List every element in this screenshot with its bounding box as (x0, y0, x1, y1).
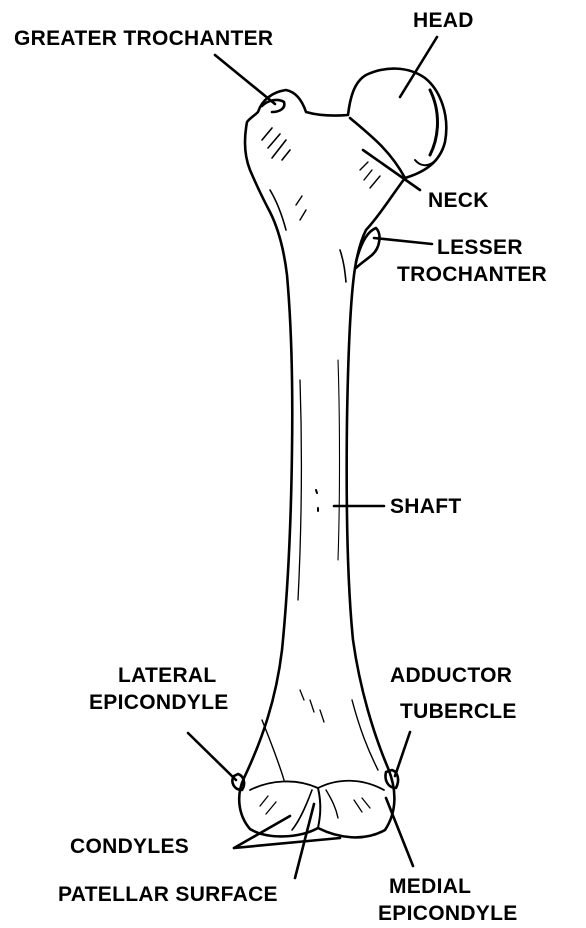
leader-adductor-tubercle (395, 732, 410, 776)
leader-lateral-epicondyle (188, 733, 236, 780)
label-lateral-epicondyle-line2: EPICONDYLE (89, 690, 229, 715)
label-lesser-trochanter-line2: TROCHANTER (397, 262, 547, 287)
label-lateral-epicondyle-line1: LATERAL (118, 663, 217, 688)
head-neck-line (350, 118, 405, 178)
label-medial-epicondyle-line1: MEDIAL (389, 874, 471, 899)
patellar-surface (250, 781, 384, 790)
leader-greater-trochanter (215, 55, 275, 104)
label-condyles: CONDYLES (70, 834, 189, 859)
label-shaft: SHAFT (390, 494, 462, 519)
label-medial-epicondyle-line2: EPICONDYLE (378, 901, 518, 926)
lesser-trochanter (356, 228, 379, 268)
label-adductor-tubercle-line1: ADDUCTOR (390, 663, 512, 688)
leader-medial-epicondyle (386, 798, 413, 866)
leader-lesser-trochanter (374, 238, 432, 244)
leader-head (400, 37, 437, 97)
label-patellar-surface: PATELLAR SURFACE (58, 882, 278, 907)
label-head: HEAD (413, 8, 474, 33)
label-lesser-trochanter-line1: LESSER (437, 235, 523, 260)
label-greater-trochanter: GREATER TROCHANTER (14, 26, 273, 51)
label-neck: NECK (428, 188, 489, 213)
label-adductor-tubercle-line2: TUBERCLE (400, 699, 517, 724)
head-rim (430, 90, 438, 155)
